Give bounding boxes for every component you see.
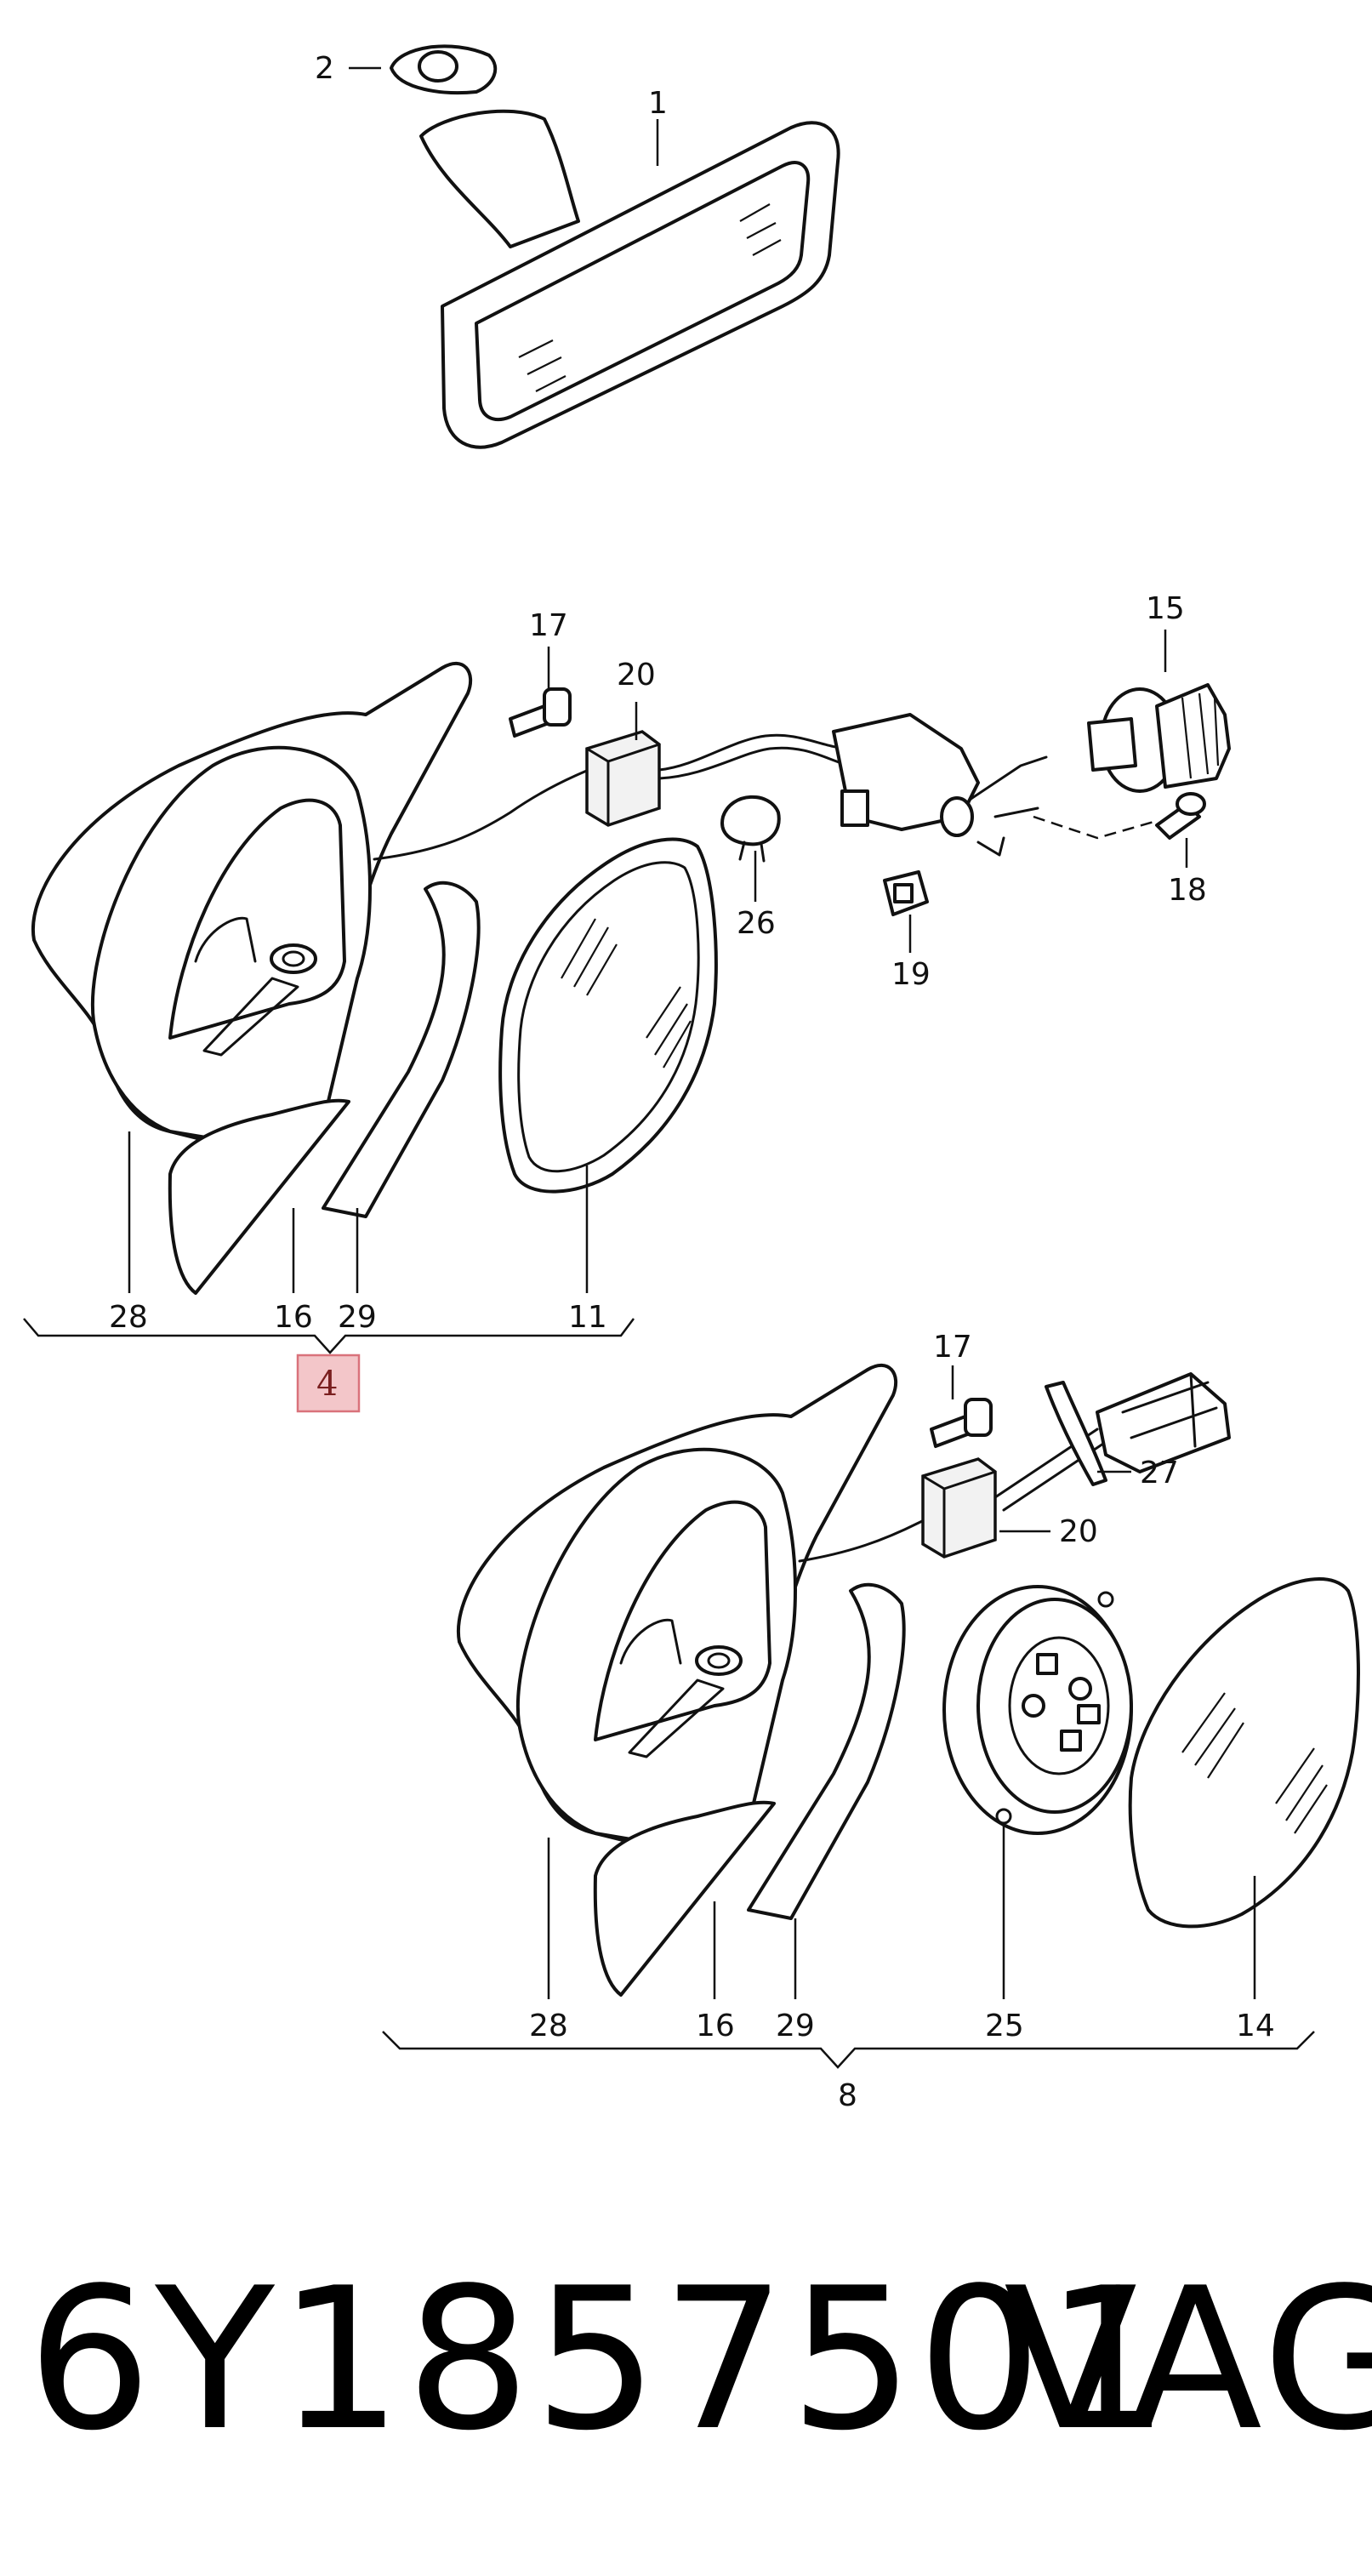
callout-17-lower: 17 <box>933 1330 972 1365</box>
bulb-holder-15 <box>1087 683 1231 793</box>
callout-27: 27 <box>1140 1456 1179 1490</box>
upper-foam-seal <box>585 730 661 827</box>
callout-20-lower: 20 <box>1059 1514 1098 1549</box>
lower-cover-pieces <box>593 1582 906 1997</box>
footer: 6Y1857501 VAG <box>0 2263 1372 2518</box>
callout-18: 18 <box>1168 873 1207 908</box>
leader-lines <box>23 66 1315 2069</box>
callout-25: 25 <box>985 2009 1024 2043</box>
callout-16-upper: 16 <box>274 1300 313 1335</box>
highlighted-callout-box <box>296 1354 361 1413</box>
clip-26 <box>720 795 781 863</box>
callout-4: 4 <box>316 1365 338 1404</box>
screw-18 <box>1033 792 1206 840</box>
callout-8: 8 <box>838 2078 857 2113</box>
callout-11: 11 <box>568 1300 607 1335</box>
upper-wiring-harness <box>658 713 1048 857</box>
callout-20-upper: 20 <box>617 658 656 692</box>
callout-28-lower: 28 <box>529 2009 568 2043</box>
part-number: 6Y1857501 <box>27 2247 1174 2474</box>
brand-name: VAG <box>1004 2247 1372 2474</box>
callout-29-upper: 29 <box>338 1300 377 1335</box>
callout-28-upper: 28 <box>109 1300 148 1335</box>
callout-labels: 1 2 17 20 15 18 26 19 28 16 29 11 4 17 2… <box>109 51 1275 2113</box>
lower-screw <box>930 1398 993 1448</box>
upper-mirror-glass <box>498 837 718 1194</box>
interior-rear-view-mirror <box>419 109 840 449</box>
callout-29-lower: 29 <box>776 2009 815 2043</box>
upper-mirror-housing <box>31 661 648 1162</box>
mirror-motor-25 <box>942 1585 1133 1835</box>
upper-screw <box>509 687 572 738</box>
callout-26: 26 <box>737 906 776 941</box>
callout-1: 1 <box>648 86 668 121</box>
lower-mirror-housing <box>456 1363 963 1864</box>
callout-14: 14 <box>1236 2009 1275 2043</box>
callout-16-lower: 16 <box>696 2009 735 2043</box>
upper-cover-pieces <box>168 881 481 1295</box>
cable-tie-and-connector <box>993 1372 1231 1512</box>
lower-mirror-glass <box>1128 1577 1360 1929</box>
callout-19: 19 <box>891 957 931 992</box>
clip-19 <box>883 870 929 916</box>
callout-17-upper: 17 <box>529 608 568 643</box>
mirror-base-clip <box>390 44 498 95</box>
lower-foam-seal <box>921 1457 997 1559</box>
callout-15: 15 <box>1146 591 1185 626</box>
callout-2: 2 <box>315 51 334 86</box>
